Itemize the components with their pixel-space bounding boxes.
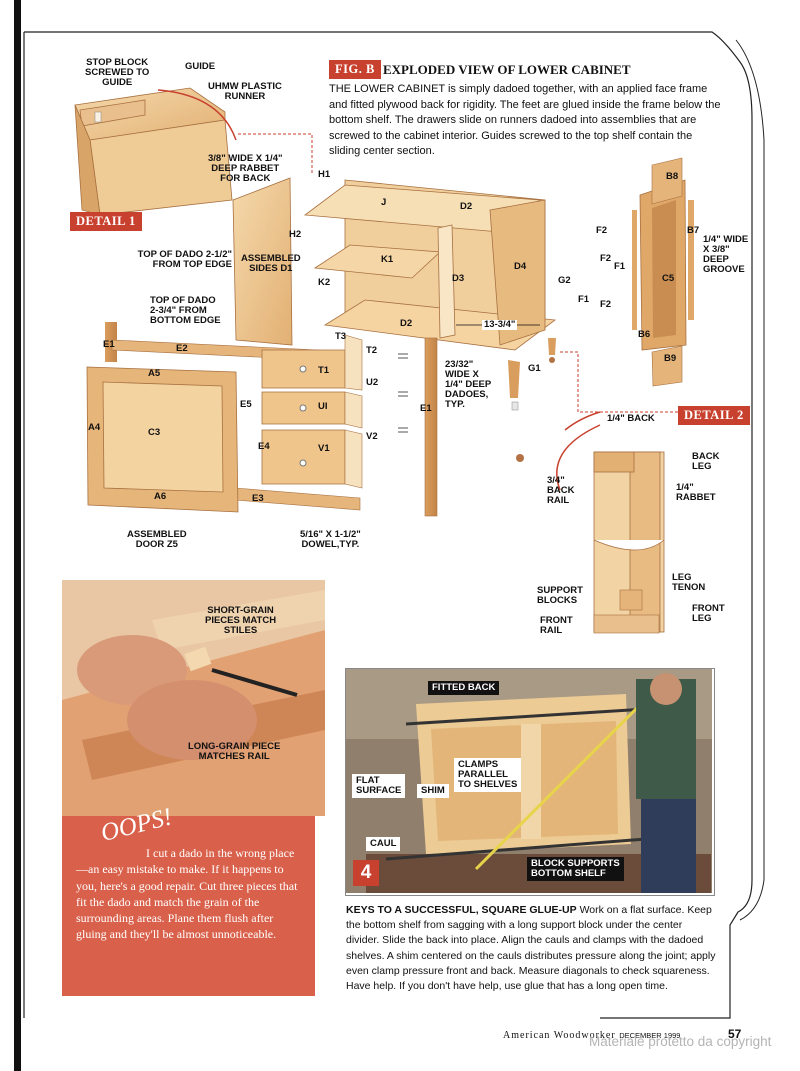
caption-text: Work on a flat surface. Keep the bottom … — [346, 904, 716, 993]
detail1-tag: DETAIL 1 — [70, 212, 142, 231]
part-c3: C3 — [148, 427, 161, 438]
label-dowel: 5/16" X 1-1/2" DOWEL,TYP. — [300, 529, 361, 550]
part-e2: E2 — [176, 343, 188, 354]
back-assembly — [632, 157, 694, 387]
binding-spine — [14, 0, 21, 1071]
drawers — [261, 334, 363, 489]
part-v2: V2 — [366, 431, 378, 442]
step-number: 4 — [353, 860, 379, 886]
figure-intro: THE LOWER CABINET is simply dadoed toget… — [329, 83, 721, 157]
label-back: 1/4" BACK — [607, 413, 655, 424]
label-assembled-door: ASSEMBLED DOOR Z5 — [127, 529, 187, 550]
part-a6: A6 — [154, 491, 167, 502]
part-e4: E4 — [258, 441, 270, 452]
oops-photo — [62, 580, 325, 816]
label-bottom-dado: TOP OF DADO 2-3/4" FROM BOTTOM EDGE — [150, 295, 221, 326]
part-t2: T2 — [366, 345, 378, 356]
part-b9: B9 — [664, 353, 677, 364]
part-b8: B8 — [666, 171, 679, 182]
part-f2-a: F2 — [596, 225, 608, 236]
label-runner: UHMW PLASTIC RUNNER — [208, 81, 282, 102]
label-groove: 1/4" WIDE X 3/8" DEEP GROOVE — [703, 234, 749, 275]
label-flat-surface: FLAT SURFACE — [352, 774, 406, 798]
part-e1-right: E1 — [420, 403, 432, 414]
label-back-rail: 3/4" BACK RAIL — [547, 475, 575, 506]
part-f2-b: F2 — [600, 253, 612, 264]
detail2-tag: DETAIL 2 — [678, 406, 750, 425]
page-number: 57 — [728, 1027, 742, 1041]
part-f2-c: F2 — [600, 299, 612, 310]
label-front-rail: FRONT RAIL — [540, 615, 573, 636]
part-e1-left: E1 — [103, 339, 115, 350]
label-dadoes: 23/32" WIDE X 1/4" DEEP DADOES, TYP. — [445, 359, 492, 410]
issue-month: DECEMBER 1999 — [619, 1031, 681, 1040]
figure-title: EXPLODED VIEW OF LOWER CABINET — [383, 62, 631, 77]
glueup-photo — [346, 669, 712, 893]
label-top-dado: TOP OF DADO 2-1/2" FROM TOP EDGE — [137, 249, 232, 270]
label-clamps: CLAMPS PARALLEL TO SHELVES — [454, 758, 522, 792]
label-guide: GUIDE — [185, 61, 216, 72]
part-f1-left: F1 — [578, 294, 590, 305]
part-d2-bottom: D2 — [400, 318, 413, 329]
label-dimension: 13-3/4" — [482, 319, 518, 330]
part-f1-right: F1 — [614, 261, 626, 272]
oops-text: I cut a dado in the wrong place—an easy … — [76, 846, 298, 942]
part-g2: G2 — [558, 275, 571, 286]
dowels — [398, 353, 408, 433]
feet — [508, 338, 556, 462]
label-caul: CAUL — [366, 837, 401, 851]
part-b7: B7 — [687, 225, 700, 236]
part-d3: D3 — [452, 273, 465, 284]
part-k2: K2 — [318, 277, 331, 288]
side-panel-d1 — [232, 177, 293, 346]
copyright-watermark: Materiale protetto da copyright — [589, 1034, 772, 1049]
label-leg-tenon: LEG TENON — [672, 572, 706, 593]
part-h1: H1 — [318, 169, 331, 180]
part-e3: E3 — [252, 493, 264, 504]
label-rabbet-detail2: 1/4" RABBET — [676, 482, 716, 503]
label-front-leg: FRONT LEG — [692, 603, 725, 624]
part-ui: UI — [318, 401, 328, 412]
part-k1: K1 — [381, 254, 394, 265]
footer: American Woodworker DECEMBER 1999 — [503, 1030, 680, 1041]
label-fitted-back: FITTED BACK — [428, 681, 500, 695]
part-d2-top: D2 — [460, 201, 473, 212]
carcass — [303, 179, 557, 351]
part-g1: G1 — [528, 363, 541, 374]
part-t3: T3 — [335, 331, 347, 342]
label-shim: SHIM — [417, 784, 449, 798]
fig-tag: FIG. B — [329, 60, 381, 79]
label-stop-block: STOP BLOCK SCREWED TO GUIDE — [85, 57, 150, 88]
detail2-drawing — [556, 411, 665, 634]
part-b6: B6 — [638, 329, 651, 340]
part-d4: D4 — [514, 261, 527, 272]
label-assembled-sides: ASSEMBLED SIDES D1 — [241, 253, 301, 274]
part-a4: A4 — [88, 422, 101, 433]
detail1-drawing — [74, 87, 237, 216]
part-j: J — [381, 197, 387, 208]
face-frame — [105, 322, 438, 517]
label-long-grain: LONG-GRAIN PIECE MATCHES RAIL — [188, 741, 281, 762]
part-u2: U2 — [366, 377, 379, 388]
magazine-name: American Woodworker — [503, 1030, 616, 1041]
label-support-blocks: SUPPORT BLOCKS — [537, 585, 583, 606]
label-block-supports: BLOCK SUPPORTS BOTTOM SHELF — [527, 857, 624, 881]
part-t1: T1 — [318, 365, 330, 376]
label-short-grain: SHORT-GRAIN PIECES MATCH STILES — [205, 605, 277, 636]
door-z5 — [86, 366, 239, 513]
part-e5: E5 — [240, 399, 252, 410]
caption-title: KEYS TO A SUCCESSFUL, SQUARE GLUE-UP — [346, 904, 577, 916]
part-a5: A5 — [148, 368, 161, 379]
oops-box — [62, 816, 315, 996]
part-h2: H2 — [289, 229, 302, 240]
part-v1: V1 — [318, 443, 330, 454]
part-c5: C5 — [662, 273, 675, 284]
label-back-leg: BACK LEG — [692, 451, 720, 472]
label-rabbet: 3/8" WIDE X 1/4" DEEP RABBET FOR BACK — [208, 153, 283, 184]
glueup-caption: KEYS TO A SUCCESSFUL, SQUARE GLUE-UP Wor… — [346, 903, 716, 994]
